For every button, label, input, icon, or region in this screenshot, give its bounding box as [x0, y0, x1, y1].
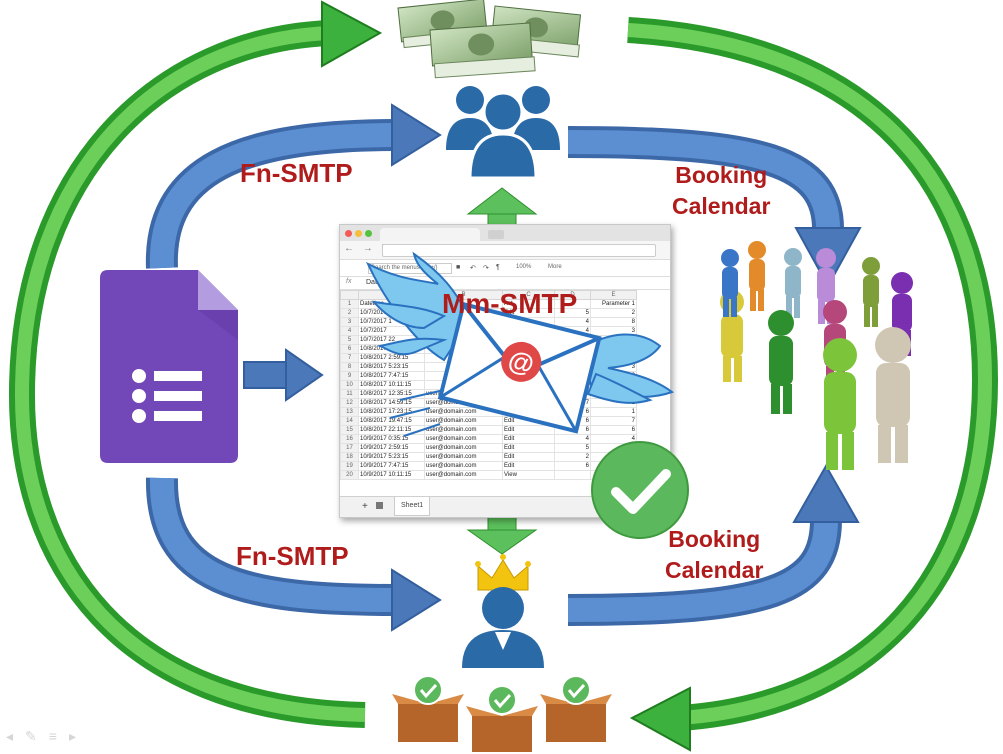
booking-label-line1: Booking: [668, 526, 761, 552]
green-arrowhead-left: [321, 0, 383, 68]
booking-label-line1: Booking: [675, 162, 768, 188]
mm-smtp-label: Mm-SMTP: [442, 288, 578, 319]
formula-bar: fx Date: [340, 277, 670, 290]
address-bar: ← → ↻: [340, 241, 670, 260]
booking-label-line2: Calendar: [665, 557, 764, 583]
person-figure: [784, 248, 802, 318]
person-figure: [823, 338, 857, 470]
slide-menu-icon[interactable]: ≡: [48, 728, 69, 744]
user-group-icon: [446, 86, 560, 180]
row-number-cell[interactable]: 17: [340, 443, 359, 453]
undo-icon[interactable]: ↶: [470, 265, 476, 272]
close-dot-icon[interactable]: [345, 230, 352, 237]
person-figure: [862, 257, 880, 327]
fn-smtp-label-top: Fn-SMTP: [240, 158, 353, 188]
green-cycle-arrows: [8, 0, 999, 752]
winged-email-icon: @: [365, 251, 675, 437]
person-figure: [875, 327, 911, 463]
row-number-cell[interactable]: 6: [340, 344, 359, 354]
row-number-cell[interactable]: 12: [340, 398, 359, 408]
person-figure: [748, 241, 766, 311]
row-number-cell[interactable]: 4: [340, 326, 359, 336]
green-arrowhead-right: [629, 686, 691, 752]
menu-search-input[interactable]: Search the menus (Alt+/): [368, 263, 452, 274]
next-slide-icon[interactable]: ▸: [68, 728, 88, 744]
crowned-admin-icon: [462, 554, 544, 668]
presentation-controls: ◂✎≡▸: [6, 728, 88, 745]
booking-calendar-label-bottom: Booking Calendar: [665, 524, 763, 586]
row-number-cell[interactable]: 19: [340, 461, 359, 471]
column-letter-header[interactable]: [340, 290, 359, 300]
check-badge-icon: [591, 441, 689, 539]
money-stack-icon: [397, 0, 582, 79]
row-number-cell[interactable]: 1: [340, 299, 359, 309]
fn-smtp-label-bottom: Fn-SMTP: [236, 541, 349, 571]
row-number-cell[interactable]: 8: [340, 362, 359, 372]
nav-arrows-icon[interactable]: ← → ↻: [344, 243, 393, 254]
new-tab-button[interactable]: [488, 230, 504, 239]
person-figure: [768, 310, 794, 414]
row-number-cell[interactable]: 3: [340, 317, 359, 327]
more-menu[interactable]: More: [548, 264, 562, 270]
sheet-tab-sheet1[interactable]: Sheet1: [394, 497, 431, 516]
row-number-cell[interactable]: 18: [340, 452, 359, 462]
row-number-cell[interactable]: 15: [340, 425, 359, 435]
person-figure: [721, 249, 739, 317]
formula-input[interactable]: Date: [366, 279, 381, 286]
all-sheets-icon[interactable]: [376, 502, 383, 509]
row-number-cell[interactable]: 16: [340, 434, 359, 444]
print-icon[interactable]: ■: [456, 264, 461, 271]
url-input[interactable]: [382, 244, 656, 257]
row-number-cell[interactable]: 13: [340, 407, 359, 417]
blue-arrow-forms-to-sheet: [285, 348, 324, 402]
delivered-boxes-icon: [392, 675, 612, 752]
row-number-cell[interactable]: 2: [340, 308, 359, 318]
sheet-tab-bar: + Sheet1: [340, 496, 670, 517]
row-number-cell[interactable]: 20: [340, 470, 359, 480]
row-number-cell[interactable]: 5: [340, 335, 359, 345]
sheet-toolbar: Search the menus (Alt+/) ■ ↶ ↷ ¶ 100% Mo…: [340, 260, 670, 277]
green-arrow-up: [466, 187, 538, 215]
add-sheet-button[interactable]: +: [362, 501, 368, 512]
pen-icon[interactable]: ✎: [25, 728, 49, 744]
maximize-dot-icon[interactable]: [365, 230, 372, 237]
row-number-cell[interactable]: 14: [340, 416, 359, 426]
browser-chrome: [340, 225, 670, 241]
paint-format-icon[interactable]: ¶: [496, 264, 500, 271]
row-number-cell[interactable]: 7: [340, 353, 359, 363]
browser-tab[interactable]: [380, 228, 480, 241]
booking-calendar-label-top: Booking Calendar: [672, 160, 770, 222]
fx-icon: fx: [346, 278, 352, 285]
people-holding-hands-icon: [720, 241, 913, 470]
green-arrow-down: [466, 529, 538, 555]
google-forms-icon: [100, 270, 238, 463]
row-number-cell[interactable]: 10: [340, 380, 359, 390]
row-number-cell[interactable]: 11: [340, 389, 359, 399]
row-number-cell[interactable]: 9: [340, 371, 359, 381]
redo-icon[interactable]: ↷: [483, 265, 489, 272]
previous-slide-icon[interactable]: ◂: [6, 728, 26, 744]
booking-label-line2: Calendar: [672, 193, 771, 219]
minimize-dot-icon[interactable]: [355, 230, 362, 237]
zoom-select[interactable]: 100%: [516, 264, 532, 270]
